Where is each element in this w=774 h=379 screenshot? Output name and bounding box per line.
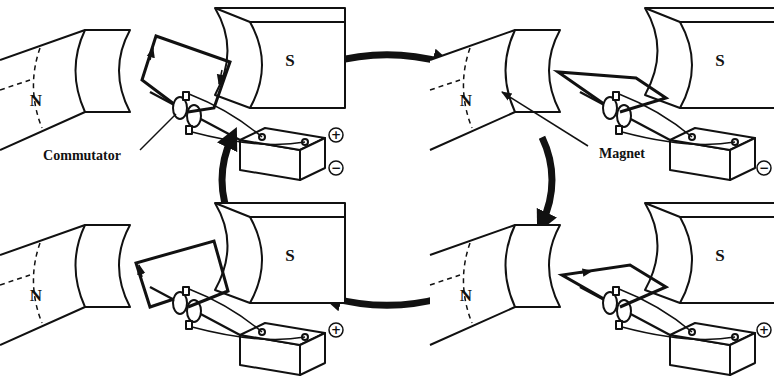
terminal-ring	[329, 323, 343, 337]
pole-label: N	[30, 92, 42, 109]
coil	[558, 72, 666, 112]
terminal-ring	[329, 161, 343, 175]
pole-label: S	[285, 52, 294, 69]
current-arrow	[219, 70, 222, 84]
pole-label: S	[715, 52, 724, 69]
part-label: Commutator	[43, 149, 121, 163]
pole-label: N	[30, 287, 42, 304]
terminal-sign: −	[331, 162, 341, 174]
terminal-ring	[757, 161, 771, 175]
pole-label: N	[460, 287, 472, 304]
current-arrow	[150, 48, 153, 60]
terminal-sign: +	[759, 324, 769, 336]
motor-panel	[430, 8, 774, 180]
pole-label: N	[460, 92, 472, 109]
motor-panel	[0, 203, 345, 375]
terminal-sign: +	[331, 324, 341, 336]
pole-label: S	[715, 247, 724, 264]
motor-panel	[0, 8, 345, 180]
leader-line	[140, 114, 176, 150]
leader-line	[502, 92, 588, 146]
current-arrow	[580, 271, 592, 273]
pole-label: S	[285, 247, 294, 264]
coil	[136, 241, 228, 307]
rotation-arrow	[331, 55, 444, 63]
current-arrow	[139, 265, 142, 277]
terminal-sign: +	[331, 129, 341, 141]
rotation-arrow	[331, 298, 444, 306]
rotation-arrow	[542, 137, 552, 223]
terminal-ring	[329, 128, 343, 142]
motor-panel	[430, 203, 774, 375]
terminal-ring	[757, 323, 771, 337]
terminal-sign: −	[759, 162, 769, 174]
terminal-rings	[329, 128, 771, 337]
coil	[562, 265, 666, 307]
coil	[142, 36, 230, 112]
part-label: Magnet	[599, 147, 645, 161]
